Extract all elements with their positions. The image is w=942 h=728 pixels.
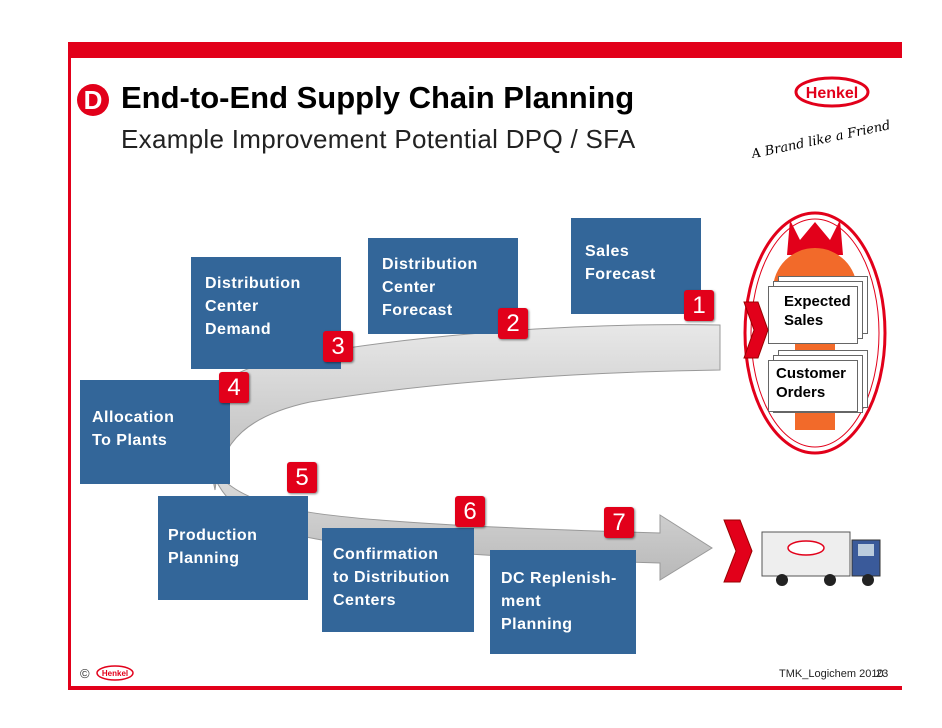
section-badge: D <box>77 84 109 116</box>
step-number-5: 5 <box>287 462 317 493</box>
step-production: Production Planning <box>158 496 308 600</box>
bottom-red-border <box>68 686 902 690</box>
footer-copyright: © <box>80 666 90 681</box>
page-number: 23 <box>876 668 889 680</box>
top-red-bar <box>68 42 902 58</box>
step-number-6: 6 <box>455 496 485 527</box>
step-number-4: 4 <box>219 372 249 403</box>
step-number-3: 3 <box>323 331 353 362</box>
left-red-border <box>68 58 71 690</box>
step-allocation: Allocation To Plants <box>80 380 230 484</box>
step-sales-forecast: Sales Forecast <box>571 218 701 314</box>
step-confirmation: Confirmation to Distribution Centers <box>322 528 474 632</box>
logo-brand-text: Henkel <box>806 85 858 102</box>
page-title: End-to-End Supply Chain Planning <box>121 80 635 115</box>
step-number-1: 1 <box>684 290 714 321</box>
step-dc-forecast: Distribution Center Forecast <box>368 238 518 334</box>
truck-icon <box>761 531 881 586</box>
expected-sales-label: Expected Sales <box>784 293 851 329</box>
footer-brand-text: Henkel <box>102 669 128 678</box>
step-replenishment: DC Replenish- ment Planning <box>490 550 636 654</box>
henkel-logo: Henkel A Brand like a Friend <box>749 76 890 158</box>
delivery-chevron-icon <box>723 519 753 583</box>
footer-text: TMK_Logichem 2010 <box>779 668 884 680</box>
step-number-2: 2 <box>498 308 528 339</box>
step-number-7: 7 <box>604 507 634 538</box>
footer-henkel-logo: Henkel <box>96 665 134 681</box>
customer-orders-doc <box>768 360 858 412</box>
page-subtitle: Example Improvement Potential DPQ / SFA <box>121 124 636 154</box>
step-dc-demand: Distribution Center Demand <box>191 257 341 369</box>
customer-orders-label: Customer Orders <box>776 365 847 401</box>
expected-sales-doc <box>768 286 858 344</box>
crown-icon <box>787 220 843 255</box>
demand-chevron-icon <box>743 301 769 359</box>
